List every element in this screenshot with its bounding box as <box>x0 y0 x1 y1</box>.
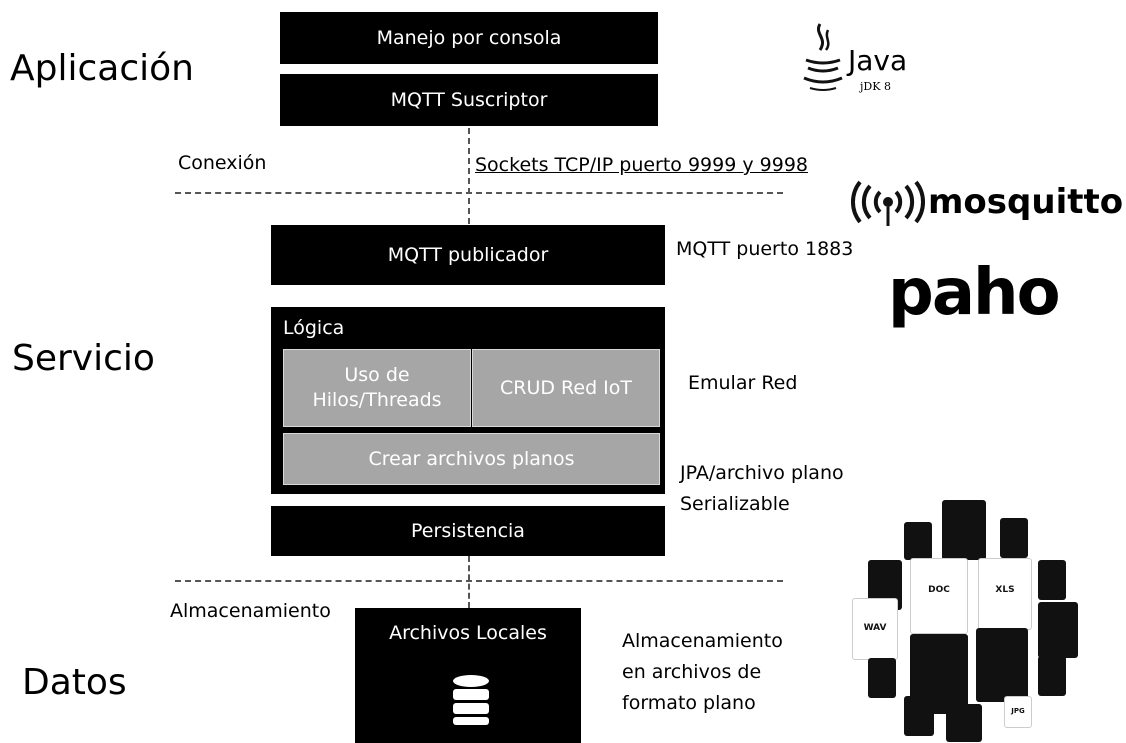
publisher-box: MQTT publicador <box>271 225 665 285</box>
audio-file-icon <box>904 522 932 560</box>
tool-file-icon <box>1038 560 1066 600</box>
archive-file-icon <box>946 704 982 742</box>
layer-title-application: Aplicación <box>10 48 194 89</box>
storage-desc-line1: Almacenamiento <box>622 630 783 652</box>
image-file-icon <box>904 696 934 736</box>
connector-line-top <box>468 128 470 224</box>
xls-file-icon: XLS <box>978 558 1032 630</box>
local-files-title: Archivos Locales <box>389 622 547 644</box>
jpa-label-line2: Serializable <box>680 493 790 515</box>
storage-desc-line3: formato plano <box>622 692 756 714</box>
pdf-file-icon <box>1038 656 1066 696</box>
logic-block: Lógica Uso de Hilos/Threads CRUD Red IoT… <box>271 307 665 494</box>
spreadsheet-file-icon <box>1038 602 1078 658</box>
layer-title-data: Datos <box>22 662 127 703</box>
console-box: Manejo por consola <box>280 12 658 64</box>
persistence-box: Persistencia <box>271 506 665 556</box>
local-files-box: Archivos Locales <box>355 608 581 743</box>
database-icon <box>453 675 489 725</box>
storage-desc-line2: en archivos de <box>622 661 762 683</box>
wav-file-label: WAV <box>863 623 887 633</box>
power-file-icon <box>1000 518 1028 558</box>
layer-title-service: Servicio <box>12 338 155 379</box>
logic-title: Lógica <box>283 317 345 339</box>
flat-files-box: Crear archivos planos <box>283 433 660 485</box>
broadcast-icon <box>850 180 926 226</box>
jpg-file-label: JPG <box>1011 707 1025 715</box>
wav-file-icon: WAV <box>852 598 898 660</box>
java-logo-text: Java <box>848 44 908 77</box>
sockets-label: Sockets TCP/IP puerto 9999 y 9998 <box>475 154 809 176</box>
doc-file-icon: DOC <box>910 558 968 634</box>
divider-app-service <box>175 192 783 194</box>
code-file-icon <box>868 658 896 698</box>
java-cup-icon <box>803 23 843 91</box>
doc-file-label: DOC <box>928 585 950 595</box>
mqtt-port-label: MQTT puerto 1883 <box>676 238 854 260</box>
subscriber-box: MQTT Suscriptor <box>280 74 658 126</box>
divider-service-data <box>175 580 783 582</box>
storage-label: Almacenamiento <box>170 600 331 622</box>
mosquitto-logo-text: mosquitto <box>928 182 1124 222</box>
paho-logo-text: paho <box>888 256 1061 330</box>
file-icons-cloud: DOC XLS WAV JPG <box>848 490 1120 743</box>
jpg-file-icon: JPG <box>1004 696 1032 728</box>
xls-file-label: XLS <box>995 585 1015 595</box>
video-file-icon <box>942 500 986 560</box>
threads-box: Uso de Hilos/Threads <box>283 349 471 427</box>
connector-line-bottom <box>468 556 470 608</box>
connection-label: Conexión <box>178 152 267 174</box>
java-logo-sub: jDK 8 <box>860 80 891 93</box>
jpa-label-line1: JPA/archivo plano <box>680 462 844 484</box>
chart-file-icon <box>976 628 1028 702</box>
emulate-label: Emular Red <box>688 372 798 394</box>
crud-box: CRUD Red IoT <box>472 349 660 427</box>
